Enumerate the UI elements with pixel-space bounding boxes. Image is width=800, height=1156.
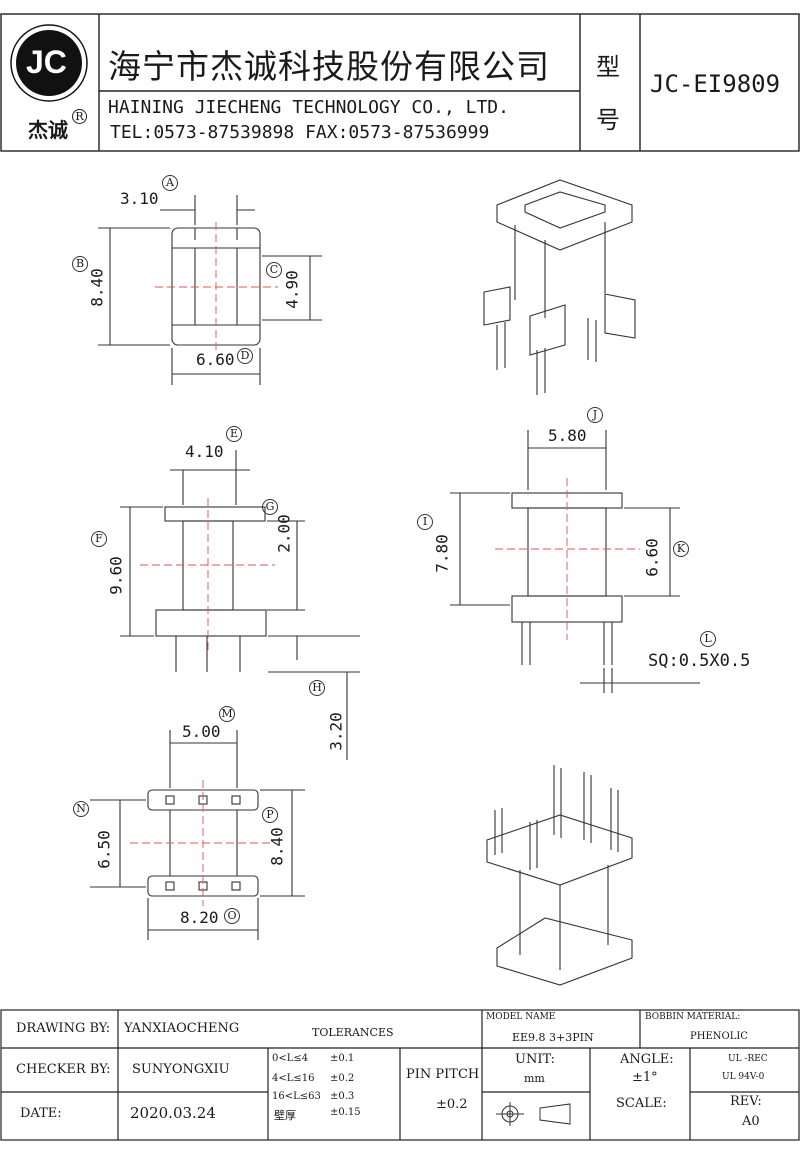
dim-l: SQ:0.5X0.5 <box>648 651 751 671</box>
marker-i: I <box>417 514 433 530</box>
tol-range-1: 0<L≤4 <box>272 1053 309 1064</box>
marker-m: M <box>219 706 235 722</box>
tol-value-2: ±0.2 <box>330 1073 355 1084</box>
marker-p: P <box>262 807 278 823</box>
logo-registered: R <box>72 109 87 124</box>
company-contact: TEL:0573-87539898 FAX:0573-87536999 <box>110 122 490 143</box>
dim-c: 4.90 <box>282 270 302 309</box>
marker-h: H <box>309 680 325 696</box>
marker-g: G <box>262 499 278 515</box>
dim-k: 6.60 <box>642 538 662 577</box>
tol-range-2: 4<L≤16 <box>272 1073 315 1084</box>
marker-f: F <box>91 531 107 547</box>
marker-j: J <box>587 407 603 423</box>
front-view <box>120 450 360 760</box>
dim-b: 8.40 <box>87 268 107 307</box>
model-name-label: MODEL NAME <box>486 1012 556 1022</box>
iso-view-top <box>483 179 636 395</box>
model-label-1: 型 <box>596 53 620 81</box>
drawing-by-label: DRAWING BY: <box>16 1021 111 1036</box>
dim-o: 8.20 <box>180 908 219 927</box>
marker-c: C <box>266 262 282 278</box>
marker-a: A <box>162 175 178 191</box>
scale-label: SCALE: <box>616 1096 667 1111</box>
checker-by-value: SUNYONGXIU <box>132 1062 230 1077</box>
logo-inner <box>16 30 82 96</box>
model-number: JC-EI9809 <box>650 70 781 98</box>
tolerances-label: TOLERANCES <box>312 1026 394 1039</box>
marker-n: N <box>73 801 89 817</box>
rev-label: REV: <box>730 1094 762 1109</box>
footer-frame <box>0 1009 800 1141</box>
unit-label: UNIT: <box>515 1052 556 1067</box>
marker-k: K <box>673 541 689 557</box>
marker-l: L <box>700 631 716 647</box>
dim-p: 8.40 <box>267 827 287 866</box>
angle-value: ±1° <box>632 1070 658 1085</box>
marker-e: E <box>226 426 242 442</box>
tol-range-3: 16<L≤63 <box>272 1091 321 1102</box>
ul-rating-1: UL -REC <box>728 1054 768 1064</box>
bobbin-material-value: PHENOLIC <box>690 1031 748 1042</box>
dim-i: 7.80 <box>432 534 452 573</box>
model-label-2: 号 <box>596 106 620 134</box>
marker-b: B <box>72 256 88 272</box>
dim-e: 4.10 <box>185 442 224 461</box>
dim-g: 2.00 <box>274 514 294 553</box>
logo-subtext: 杰诚 <box>28 118 68 142</box>
date-value: 2020.03.24 <box>130 1104 216 1122</box>
ul-rating-2: UL 94V-0 <box>722 1072 765 1082</box>
pin-pitch-label: PIN PITCH <box>406 1067 480 1082</box>
company-name-en: HAINING JIECHENG TECHNOLOGY CO., LTD. <box>108 97 509 118</box>
dim-h: 3.20 <box>326 712 346 751</box>
dim-j: 5.80 <box>548 426 587 445</box>
drawing-by-value: YANXIAOCHENG <box>124 1021 240 1036</box>
marker-o: O <box>224 908 240 924</box>
logo-text: JC <box>26 44 67 80</box>
pin-pitch-value: ±0.2 <box>436 1097 468 1112</box>
dim-f: 9.60 <box>106 556 126 595</box>
tol-value-1: ±0.1 <box>330 1053 355 1064</box>
model-name-value: EE9.8 3+3PIN <box>512 1031 594 1044</box>
projection-symbol <box>496 1102 571 1126</box>
checker-by-label: CHECKER BY: <box>16 1062 111 1077</box>
bobbin-material-label: BOBBIN MATERIAL: <box>645 1012 741 1022</box>
company-name-cn: 海宁市杰诚科技股份有限公司 <box>108 47 550 86</box>
iso-view-bottom <box>486 765 633 986</box>
marker-d: D <box>237 348 253 364</box>
unit-value: mm <box>524 1072 545 1085</box>
bottom-view <box>90 730 305 940</box>
date-label: DATE: <box>20 1106 62 1121</box>
tol-value-4: ±0.15 <box>330 1107 361 1118</box>
dim-a: 3.10 <box>120 189 159 208</box>
dim-n: 6.50 <box>94 830 114 869</box>
tol-range-4: 壁厚 <box>274 1109 296 1122</box>
tol-value-3: ±0.3 <box>330 1091 355 1102</box>
dim-m: 5.00 <box>182 722 221 741</box>
rev-value: A0 <box>742 1114 760 1129</box>
dim-d: 6.60 <box>196 350 235 369</box>
angle-label: ANGLE: <box>620 1052 674 1067</box>
header-frame <box>0 13 800 152</box>
